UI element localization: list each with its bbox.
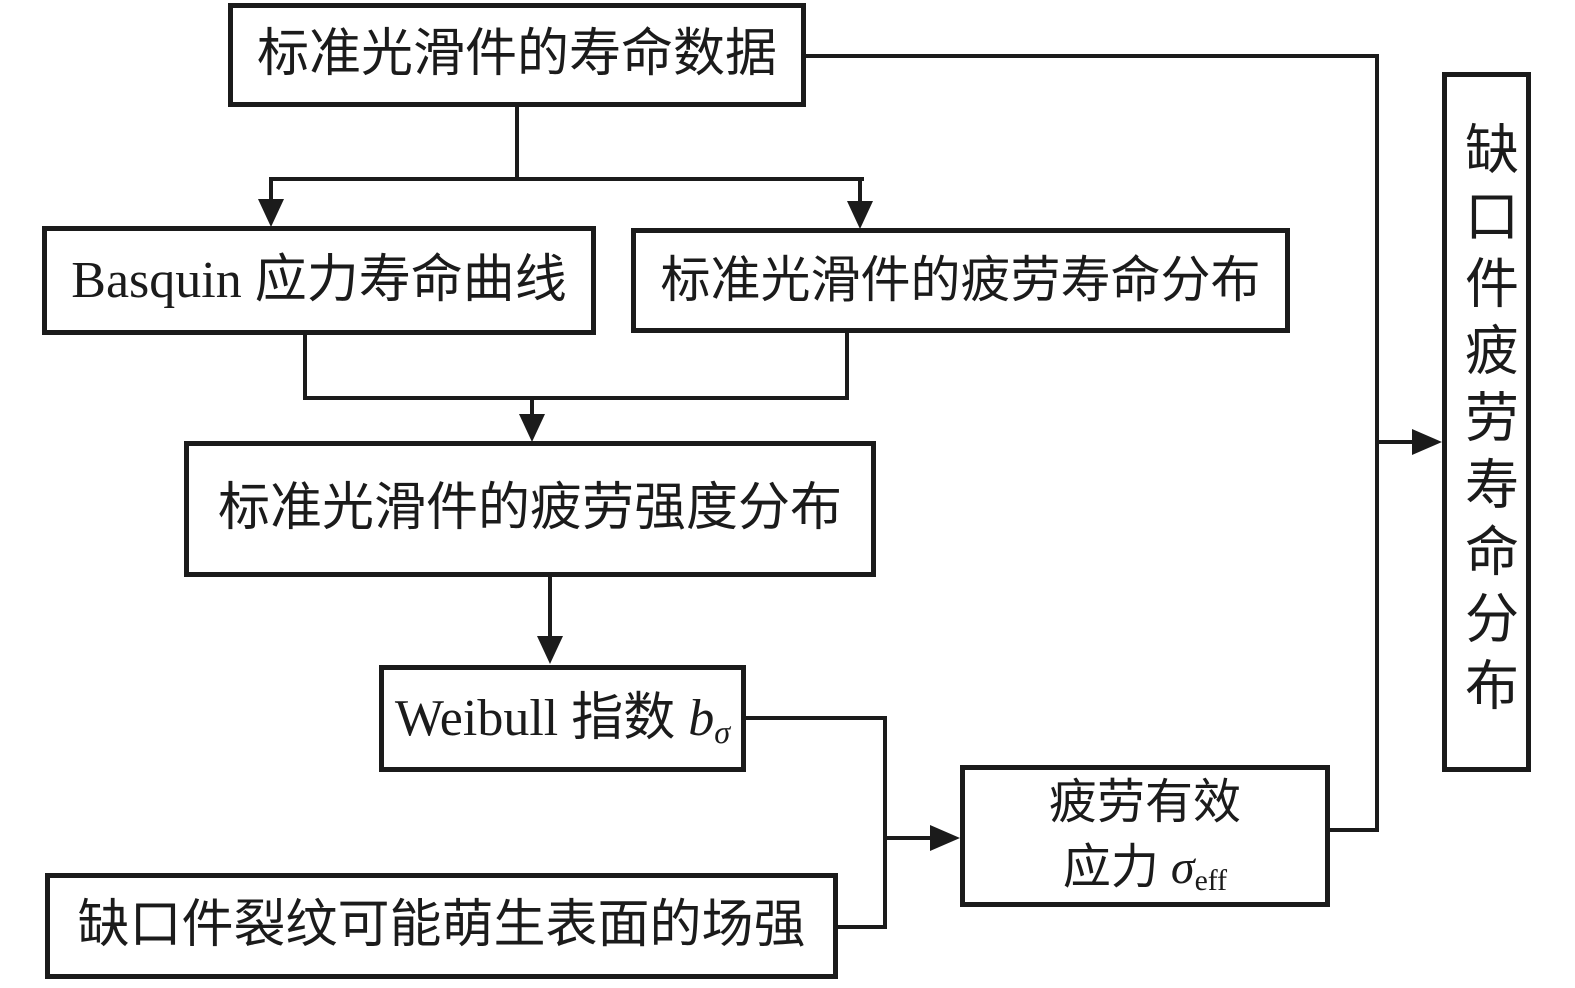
connector-lifedata-down (515, 105, 519, 179)
connector-strength-down (548, 577, 552, 637)
weibull-variable: b (688, 689, 715, 747)
connector-field-right (838, 925, 887, 929)
arrowhead-into-strengthdist (519, 414, 545, 442)
flow-box-basquin: Basquin 应力寿命曲线 (42, 226, 596, 335)
sigma-eff-line1: 疲劳有效 (1048, 776, 1241, 830)
sigma-eff-label: 疲劳有效 应力 σeff (1049, 771, 1241, 901)
weibull-label: Weibull 指数 bσ (394, 689, 731, 750)
basquin-label: Basquin 应力寿命曲线 (71, 251, 567, 309)
connector-lifedata-right (806, 54, 1379, 58)
life-dist-label: 标准光滑件的疲劳寿命分布 (660, 251, 1261, 308)
connector-to-notched (1375, 440, 1414, 444)
flow-box-field-strength: 缺口件裂纹可能萌生表面的场强 (45, 873, 838, 979)
sigma-subscript: eff (1194, 864, 1228, 898)
flow-box-weibull: Weibull 指数 bσ (379, 665, 746, 772)
notched-dist-label: 缺口件疲劳寿命分布 (1456, 120, 1517, 724)
weibull-subscript: σ (714, 713, 731, 750)
connector-sigma-right (1330, 828, 1379, 832)
connector-split-left-down (269, 177, 273, 202)
arrowhead-into-sigma (930, 825, 960, 851)
connector-split-bar (269, 177, 864, 181)
flow-box-life-data: 标准光滑件的寿命数据 (228, 3, 806, 107)
arrowhead-into-notched (1412, 429, 1442, 455)
connector-basquin-down (303, 333, 307, 400)
sigma-eff-line2: 应力 σeff (1062, 841, 1228, 898)
arrowhead-into-weibull (537, 636, 563, 664)
flow-box-notched-dist: 缺口件疲劳寿命分布 (1442, 72, 1531, 772)
strength-dist-label: 标准光滑件的疲劳强度分布 (217, 480, 842, 538)
field-strength-label: 缺口件裂纹可能萌生表面的场强 (77, 897, 806, 955)
connector-split-right-down (858, 177, 862, 202)
flow-box-strength-dist: 标准光滑件的疲劳强度分布 (184, 441, 876, 577)
connector-merge-bar (303, 396, 849, 400)
connector-junction-to-sigma (883, 836, 932, 840)
arrowhead-into-lifedist (847, 201, 873, 229)
connector-junction-vertical (883, 716, 887, 929)
connector-merge-down (530, 396, 534, 415)
sigma-variable: σ (1170, 841, 1195, 894)
life-data-label: 标准光滑件的寿命数据 (256, 26, 777, 84)
connector-lifedist-down (845, 331, 849, 400)
arrowhead-into-basquin (258, 199, 284, 227)
flow-box-life-dist: 标准光滑件的疲劳寿命分布 (631, 228, 1290, 333)
flow-box-sigma-eff: 疲劳有效 应力 σeff (960, 765, 1330, 907)
connector-weibull-right (746, 716, 887, 720)
